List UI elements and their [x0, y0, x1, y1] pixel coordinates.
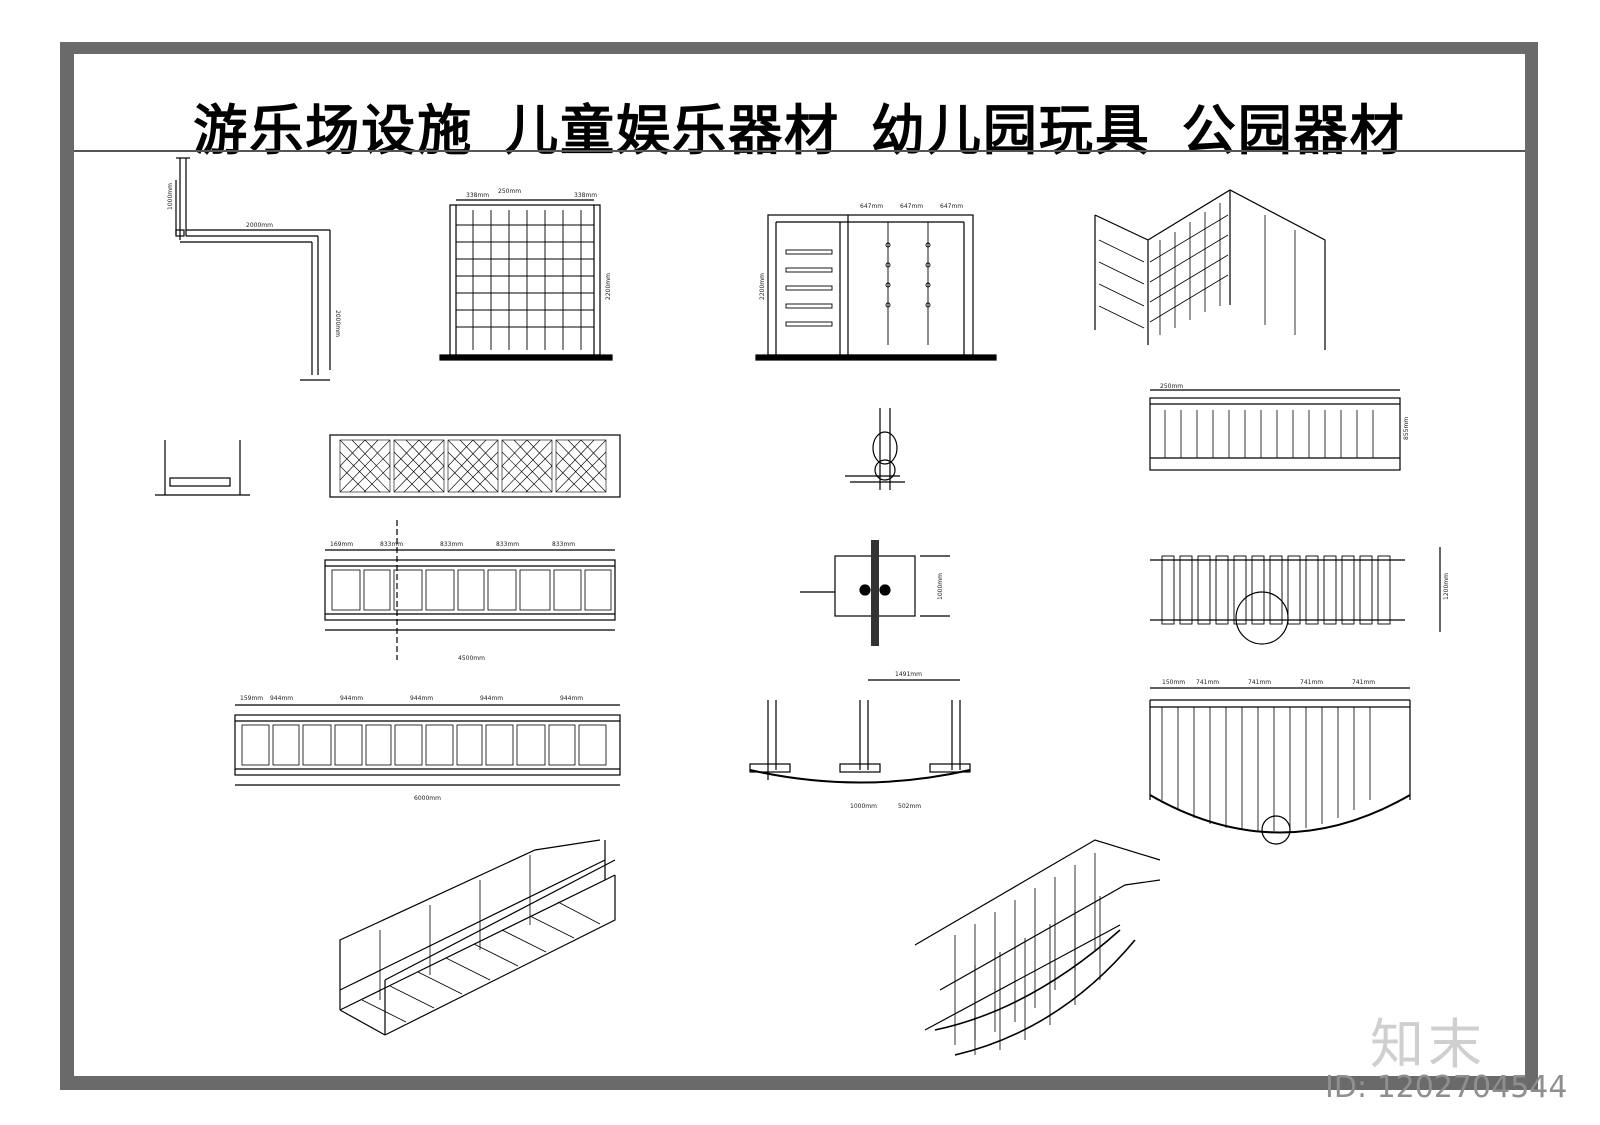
dim-label: 741mm [1300, 679, 1323, 686]
dim-label: 2000mm [334, 310, 341, 337]
dim-label: 250mm [1160, 383, 1183, 390]
dim-label: 2200mm [605, 273, 612, 300]
dim-label: 1200mm [1443, 573, 1450, 600]
dim-label: 944mm [480, 695, 503, 702]
title-divider [74, 150, 1525, 152]
plank-rope-detail: 1000mm [800, 540, 950, 646]
dim-label: 4500mm [458, 655, 485, 662]
dim-label: 159mm [240, 695, 263, 702]
brand-logo-text: 知末 [1370, 1013, 1486, 1076]
dim-label: 1000mm [850, 803, 877, 810]
dim-label: 6000mm [414, 795, 441, 802]
l-bar-elevation: 2000mm 1000mm 2000mm [167, 157, 341, 381]
dim-label: 833mm [552, 541, 575, 548]
suspension-bridge-isometric [914, 839, 1161, 1056]
dim-label: 741mm [1352, 679, 1375, 686]
dim-label: 502mm [898, 803, 921, 810]
rope-knot-detail [845, 408, 905, 490]
dim-label: 150mm [1162, 679, 1185, 686]
mesh-panel-elevation [329, 434, 621, 498]
sheet-frame: 游乐场设施 儿童娱乐器材 幼儿园玩具 公园器材 [60, 42, 1538, 1090]
log-bridge-plan: 1200mm [1150, 547, 1450, 645]
dim-label: 647mm [900, 203, 923, 210]
brand-logo: 知末 [1370, 1000, 1486, 1079]
dim-label: 855mm [1403, 417, 1410, 440]
dim-label: 944mm [410, 695, 433, 702]
dim-label: 741mm [1196, 679, 1219, 686]
dim-label: 1491mm [895, 671, 922, 678]
bridge-plan-6000: 159mm 944mm 944mm 944mm 944mm 944mm 6000… [234, 695, 621, 802]
dim-label: 833mm [496, 541, 519, 548]
fence-elevation: 250mm 855mm [1149, 383, 1410, 471]
bridge-plan-4500: 169mm 833mm 833mm 833mm 833mm 4500mm [324, 520, 616, 662]
plank-bridge-section: 1491mm 1000mm 502mm [749, 671, 971, 810]
rope-net-elevation: 338mm 250mm 338mm 2200mm [439, 188, 613, 361]
dim-label: 1000mm [167, 183, 174, 210]
climbing-frame-isometric [1094, 189, 1326, 350]
dim-label: 338mm [466, 192, 489, 199]
dim-label: 944mm [340, 695, 363, 702]
dim-label: 169mm [330, 541, 353, 548]
dim-label: 1000mm [937, 573, 944, 600]
drawing-sheet: 游乐场设施 儿童娱乐器材 幼儿园玩具 公园器材 [74, 54, 1525, 1076]
dim-label: 250mm [498, 188, 521, 195]
ladder-rope-wall-elevation: 647mm 647mm 647mm 2200mm [755, 203, 997, 361]
dim-label: 647mm [940, 203, 963, 210]
dim-label: 944mm [560, 695, 583, 702]
image-id-label: ID: 1202704544 [1325, 1070, 1568, 1105]
dim-label: 2200mm [759, 273, 766, 300]
dim-label: 647mm [860, 203, 883, 210]
dim-label: 833mm [380, 541, 403, 548]
dim-label: 338mm [574, 192, 597, 199]
dim-label: 944mm [270, 695, 293, 702]
dim-label: 741mm [1248, 679, 1271, 686]
bridge-cross-section [155, 440, 250, 496]
suspension-bridge-elevation: 150mm 741mm 741mm 741mm 741mm [1149, 679, 1411, 845]
walkway-isometric [339, 839, 616, 1036]
dim-label: 2000mm [246, 222, 273, 229]
dim-label: 833mm [440, 541, 463, 548]
